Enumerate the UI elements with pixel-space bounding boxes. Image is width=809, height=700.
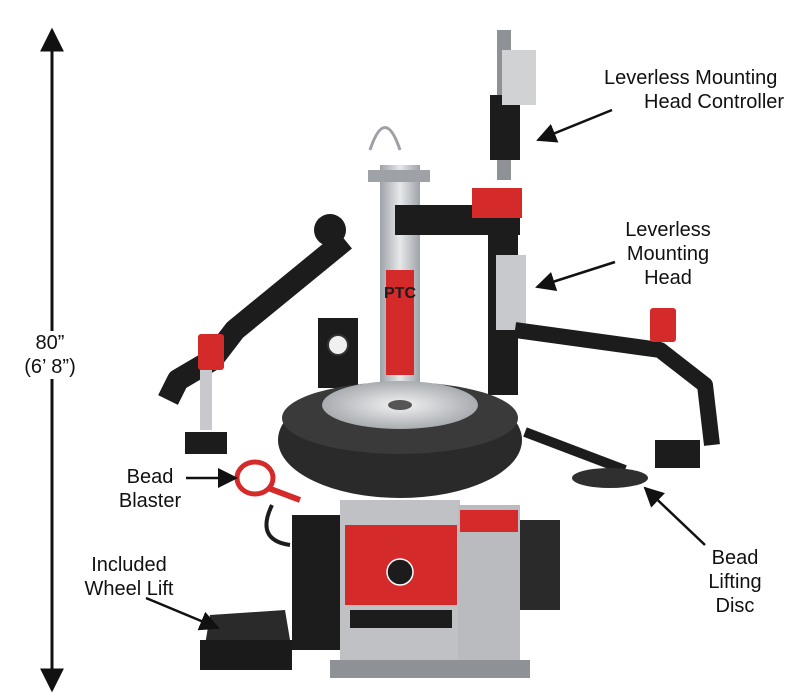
- mounting-head-controller-line2: Head Controller: [644, 91, 785, 113]
- left-helper-arm: [158, 214, 358, 454]
- mounting-head-arrow: [535, 260, 616, 292]
- tire-and-wheel: [278, 381, 522, 498]
- machine-base: [292, 500, 560, 678]
- height-dimension-feet: (6’ 8”): [24, 356, 76, 378]
- bead-blaster-label: Bead Blaster: [112, 465, 188, 513]
- wheel-lift-arrow: [145, 596, 220, 631]
- bead-lifting-disc-line3: Disc: [715, 595, 755, 617]
- bead-lifting-disc-label: Bead Lifting Disc: [695, 546, 775, 618]
- mounting-head-label: Leverless Mounting Head: [613, 218, 723, 290]
- mounting-head-controller-line1: Leverless Mounting: [604, 67, 778, 89]
- wheel-lift-label: Included Wheel Lift: [70, 553, 188, 601]
- bead-blaster-line1: Bead: [126, 466, 174, 488]
- bead-blaster-line2: Blaster: [118, 490, 182, 512]
- bead-lifting-disc-line2: Lifting: [708, 571, 762, 593]
- wheel-lift-line2: Wheel Lift: [84, 578, 174, 600]
- pressure-gauge: [327, 334, 349, 356]
- bead-lifting-disc-arrow: [643, 486, 706, 546]
- mounting-head-line2: Mounting: [626, 243, 710, 265]
- wheel-lift: [200, 610, 292, 670]
- mounting-arm-assembly: [395, 30, 536, 395]
- mounting-head-controller-label: Leverless Mounting Head Controller: [604, 66, 784, 114]
- height-dimension-label: 80” (6’ 8”): [0, 331, 100, 379]
- brand-lettering: PTC: [384, 285, 416, 302]
- mounting-head-line3: Head: [644, 267, 692, 289]
- mounting-head-line1: Leverless: [625, 219, 711, 241]
- bead-lifting-disc: [572, 468, 648, 488]
- machine-logo-badge: [386, 558, 414, 586]
- mounting-head-controller-arrow: [536, 108, 613, 143]
- tower-column: PTC: [368, 126, 430, 395]
- height-dimension-inches: 80”: [35, 332, 65, 354]
- wheel-lift-line1: Included: [91, 554, 167, 576]
- bead-blaster: [234, 459, 302, 547]
- bead-lifting-disc-line1: Bead: [711, 547, 759, 569]
- right-helper-arm: [513, 308, 720, 488]
